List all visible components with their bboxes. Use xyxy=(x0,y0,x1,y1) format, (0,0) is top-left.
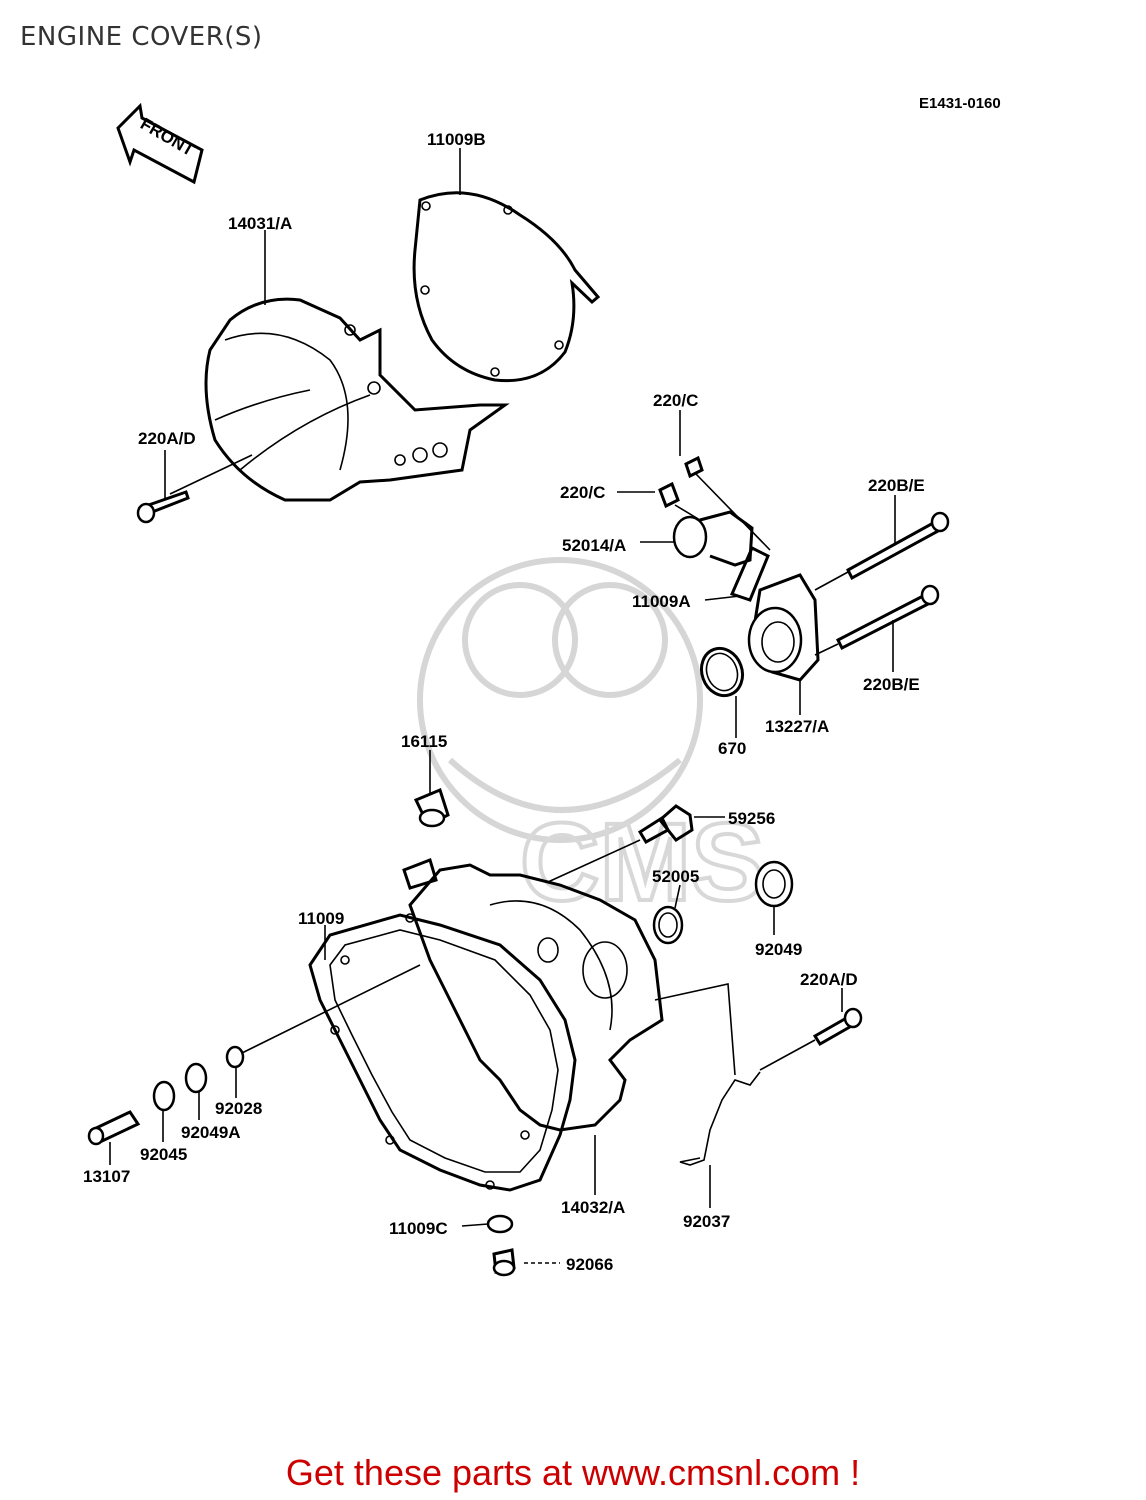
wire-92037 xyxy=(679,1071,761,1166)
bolt-220AD-top xyxy=(136,454,253,524)
watermark-logo: CMS xyxy=(417,557,766,926)
drain-bolt-92066 xyxy=(492,1248,516,1277)
front-arrow-label: FRONT xyxy=(137,114,198,160)
label-220AD-bottom: 220A/D xyxy=(800,970,858,989)
label-220AD-top: 220A/D xyxy=(138,429,196,448)
seal-92049A xyxy=(184,1062,208,1094)
label-92066: 92066 xyxy=(566,1255,613,1274)
label-13107: 13107 xyxy=(83,1167,130,1186)
label-670: 670 xyxy=(718,739,746,758)
label-92045: 92045 xyxy=(140,1145,187,1164)
gasket-11009B xyxy=(412,191,601,383)
oil-filler-cap-16115 xyxy=(413,787,450,828)
label-14031A: 14031/A xyxy=(228,214,292,233)
long-bolt-220BE-upper xyxy=(814,511,950,591)
label-59256: 59256 xyxy=(728,809,775,828)
o-ring-670 xyxy=(699,646,745,698)
label-92028: 92028 xyxy=(215,1099,262,1118)
o-ring-670-inner xyxy=(705,652,739,692)
bearing-92045 xyxy=(152,1080,176,1112)
label-92049: 92049 xyxy=(755,940,802,959)
seal-52005 xyxy=(652,905,684,945)
page-title: ENGINE COVER(S) xyxy=(20,22,263,52)
shaft-13107 xyxy=(87,1110,141,1146)
label-11009B: 11009B xyxy=(427,130,486,149)
shaft-leader-line xyxy=(241,964,421,1054)
label-13227A: 13227/A xyxy=(765,717,829,736)
front-arrow-icon: FRONT xyxy=(116,102,204,185)
label-11009C: 11009C xyxy=(389,1219,448,1238)
leader-lines xyxy=(109,148,896,1264)
water-pump-housing-13227A xyxy=(747,573,820,682)
label-11009A: 11009A xyxy=(632,592,691,611)
label-92037: 92037 xyxy=(683,1212,730,1231)
bolt-220AD-bottom xyxy=(759,1007,863,1071)
water-pipe-52014A xyxy=(658,455,771,602)
label-14032A: 14032/A xyxy=(561,1198,625,1217)
label-220BE-2: 220B/E xyxy=(863,675,920,694)
sensor-59256 xyxy=(547,804,694,883)
diagram-code: E1431-0160 xyxy=(919,95,1001,112)
label-52005: 52005 xyxy=(652,867,699,886)
label-52014A: 52014/A xyxy=(562,536,626,555)
seal-92028 xyxy=(225,1045,245,1069)
gasket-11009 xyxy=(308,913,577,1192)
long-bolt-220BE-lower xyxy=(814,584,940,656)
footer-promo-link[interactable]: Get these parts at www.cmsnl.com ! xyxy=(285,1452,861,1493)
label-220BE-1: 220B/E xyxy=(868,476,925,495)
wire-92037-leader xyxy=(654,983,736,1076)
label-220C-1: 220/C xyxy=(653,391,698,410)
label-16115: 16115 xyxy=(401,732,447,751)
engine-cover-14031A xyxy=(204,297,510,502)
label-92049A: 92049A xyxy=(181,1123,241,1142)
label-220C-2: 220/C xyxy=(560,483,605,502)
label-11009: 11009 xyxy=(298,909,344,928)
clutch-cover-14032A xyxy=(402,858,664,1132)
watermark-text: CMS xyxy=(520,801,764,924)
seal-92049 xyxy=(754,860,794,908)
washer-11009C xyxy=(486,1214,514,1234)
